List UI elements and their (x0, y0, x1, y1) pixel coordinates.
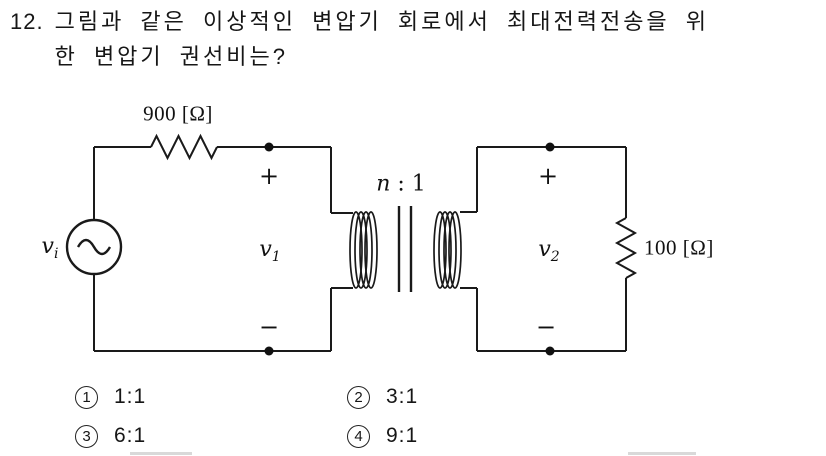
question-text: 그림과 같은 이상적인 변압기 회로에서 최대전력전송을 위 한 변압기 권선비… (55, 4, 709, 74)
source-resistor-symbol (150, 133, 218, 161)
question: 12. 그림과 같은 이상적인 변압기 회로에서 최대전력전송을 위 한 변압기… (10, 4, 709, 74)
transformer-core (397, 206, 413, 292)
primary-voltage-label: v1 (259, 237, 280, 265)
option-3-circled-number: 3 (75, 424, 98, 448)
option-4-circled-number: 4 (347, 424, 370, 448)
question-line1: 그림과 같은 이상적인 변압기 회로에서 최대전력전송을 위 (54, 9, 710, 34)
secondary-voltage-sub: 2 (550, 249, 560, 266)
answer-options: 1 1:1 2 3:1 3 6:1 4 9:1 (75, 385, 418, 448)
primary-voltage-sub: 1 (271, 249, 281, 266)
ac-source-symbol (65, 218, 123, 276)
source-voltage-sub: i (53, 246, 59, 263)
scan-artifact (130, 452, 192, 455)
load-resistor-symbol (614, 217, 638, 279)
option-2-circled-number: 2 (347, 385, 370, 409)
secondary-voltage-base: v (538, 236, 551, 262)
sine-icon (76, 238, 112, 256)
option-1: 1 1:1 (75, 385, 347, 409)
question-line2: 한 변압기 권선비는? (54, 44, 288, 69)
question-number: 12. (10, 9, 44, 34)
turns-ratio-label: n : 1 (376, 172, 426, 197)
option-3-label: 6:1 (114, 424, 147, 447)
turns-ratio-rest: : 1 (390, 171, 426, 197)
transformer-primary-coil (349, 211, 378, 289)
source-voltage-base: v (41, 233, 54, 259)
terminal-dots (264, 142, 555, 356)
option-3: 3 6:1 (75, 424, 347, 448)
load-resistor-label: 100 [Ω] (644, 235, 714, 260)
option-4-label: 9:1 (386, 424, 419, 447)
option-2-label: 3:1 (386, 385, 419, 408)
transformer-secondary-coil (433, 211, 462, 289)
scan-artifact (628, 452, 696, 455)
option-1-circled-number: 1 (75, 385, 98, 409)
source-voltage-label: vi (42, 234, 59, 262)
turns-ratio-var: n (376, 171, 391, 197)
source-resistor-label: 900 [Ω] (143, 101, 213, 126)
primary-plus-sign: + (258, 162, 280, 190)
secondary-plus-sign: + (537, 162, 559, 190)
option-1-label: 1:1 (114, 385, 147, 408)
option-4: 4 9:1 (347, 424, 418, 448)
option-2: 2 3:1 (347, 385, 418, 409)
primary-voltage-base: v (259, 236, 272, 262)
primary-minus-sign: − (258, 313, 280, 341)
secondary-minus-sign: − (535, 313, 557, 341)
circuit-diagram (65, 133, 638, 356)
secondary-voltage-label: v2 (538, 237, 559, 265)
